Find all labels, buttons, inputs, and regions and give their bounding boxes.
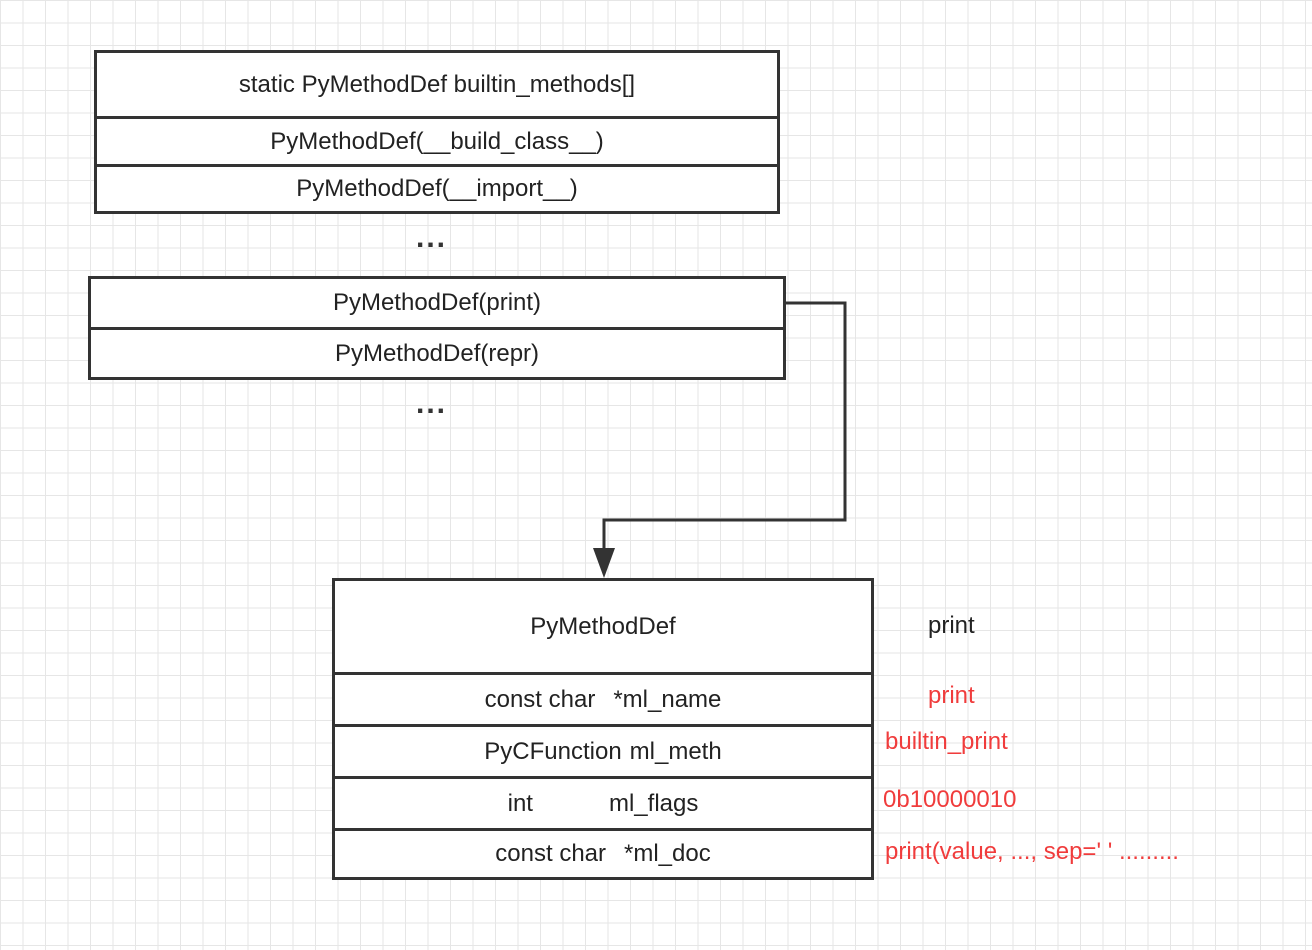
- ellipsis-top: ...: [416, 221, 448, 254]
- field-name: *ml_name: [613, 685, 722, 713]
- row-build-class: PyMethodDef(__build_class__): [97, 119, 777, 167]
- builtin-methods-header: static PyMethodDef builtin_methods[]: [97, 53, 777, 119]
- selected-methods-table: PyMethodDef(print) PyMethodDef(repr): [88, 276, 786, 380]
- value-ml-meth: builtin_print: [885, 728, 1008, 755]
- field-type: const char: [484, 685, 596, 713]
- field-ml-name: const char *ml_name: [335, 675, 871, 727]
- value-ml-name: print: [928, 682, 975, 709]
- field-name: *ml_doc: [624, 840, 711, 867]
- struct-title: PyMethodDef: [335, 581, 871, 675]
- field-ml-flags: int ml_flags: [335, 779, 871, 831]
- value-ml-doc: print(value, ..., sep=' ' .........: [885, 838, 1179, 865]
- value-ml-flags: 0b10000010: [883, 786, 1017, 813]
- field-name: ml_meth: [629, 737, 722, 765]
- values-title: print: [928, 612, 975, 639]
- pymethoddef-struct: PyMethodDef const char *ml_name PyCFunct…: [332, 578, 874, 880]
- field-type: int: [507, 789, 533, 817]
- field-type: PyCFunction: [484, 737, 622, 765]
- pointer-line: [602, 301, 847, 560]
- field-ml-doc: const char *ml_doc: [335, 831, 871, 877]
- ellipsis-bottom: ...: [416, 387, 448, 420]
- field-type: const char: [495, 840, 606, 867]
- builtin-methods-table: static PyMethodDef builtin_methods[] PyM…: [94, 50, 780, 214]
- row-import: PyMethodDef(__import__): [296, 175, 578, 202]
- row-repr: PyMethodDef(repr): [334, 339, 540, 367]
- row-print: PyMethodDef(print): [91, 279, 783, 330]
- arrow-head: [593, 548, 615, 578]
- field-name: ml_flags: [608, 789, 699, 817]
- field-ml-meth: PyCFunction ml_meth: [335, 727, 871, 779]
